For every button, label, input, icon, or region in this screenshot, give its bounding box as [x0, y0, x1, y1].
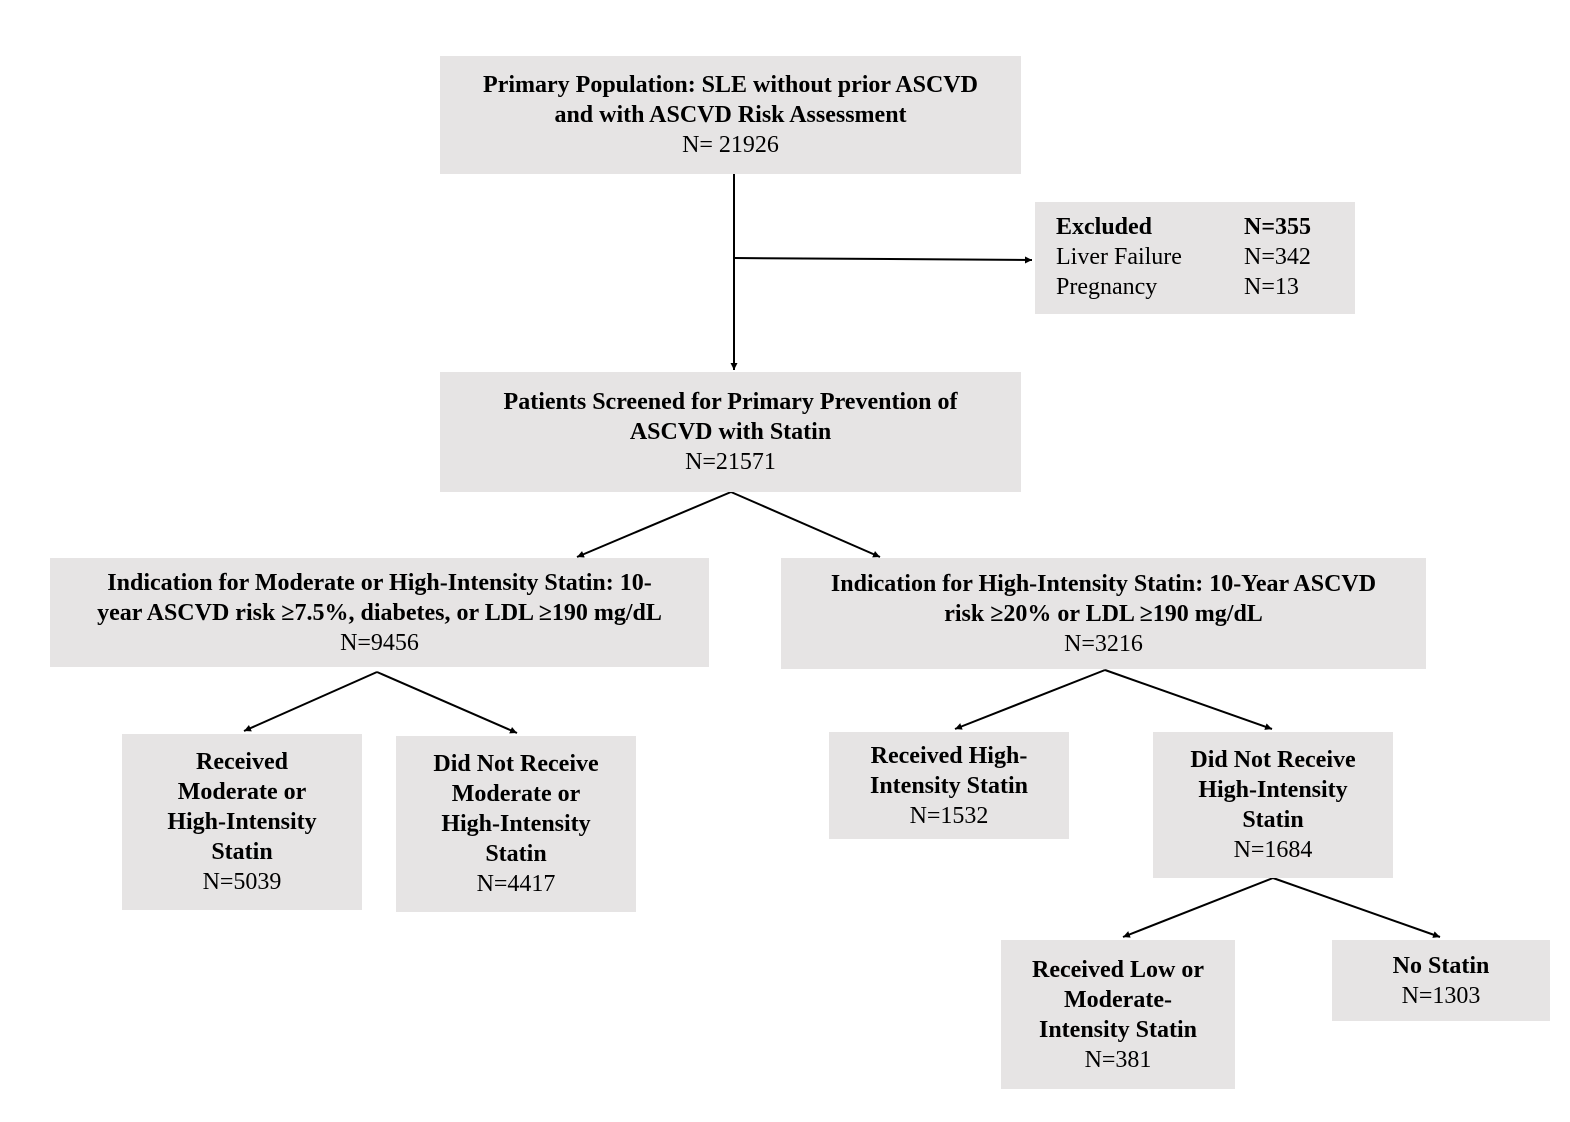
- low-mod-box: Received Low or Moderate- Intensity Stat…: [1001, 940, 1235, 1089]
- received-mod-high-line1: Received: [196, 749, 288, 775]
- excluded-row-label: Pregnancy: [1056, 274, 1158, 300]
- primary-title-line1: Primary Population: SLE without prior AS…: [483, 72, 978, 98]
- not-received-mod-high-line1: Did Not Receive: [433, 751, 599, 777]
- arrow-not-received-to-no-statin: [1272, 877, 1441, 938]
- mod-high-title-line1: Indication for Moderate or High-Intensit…: [107, 569, 652, 596]
- arrow-to-excluded: [733, 256, 1033, 264]
- excluded-row-n: N=13: [1244, 274, 1299, 300]
- not-received-mod-high-box: Did Not Receive Moderate or High-Intensi…: [396, 736, 636, 912]
- arrow-mod-high-to-received: [243, 671, 378, 732]
- not-received-mod-high-line2: Moderate or: [451, 781, 581, 807]
- not-received-high-n: N=1684: [1233, 837, 1313, 863]
- excluded-header-n: N=355: [1244, 214, 1312, 240]
- high-title-line1: Indication for High-Intensity Statin: 10…: [830, 570, 1377, 597]
- received-mod-high-box: Received Moderate or High-Intensity Stat…: [122, 734, 362, 910]
- no-statin-line1: No Statin: [1392, 952, 1490, 979]
- mod-high-title-line2: year ASCVD risk ≥7.5%, diabetes, or LDL …: [97, 599, 662, 626]
- primary-title-line2: and with ASCVD Risk Assessment: [554, 102, 907, 128]
- low-mod-line1: Received Low or: [1032, 956, 1204, 983]
- low-mod-n: N=381: [1084, 1046, 1152, 1073]
- screened-box: Patients Screened for Primary Prevention…: [440, 372, 1021, 492]
- arrow-screened-to-mod-high: [576, 491, 732, 558]
- arrow-not-received-to-low-mod: [1122, 877, 1274, 938]
- screened-title-line1: Patients Screened for Primary Prevention…: [503, 389, 958, 415]
- received-high-line1: Received High-: [870, 742, 1028, 769]
- received-high-box: Received High- Intensity Statin N=1532: [829, 732, 1069, 839]
- arrow-high-to-not-received: [1104, 669, 1273, 730]
- excluded-row-label: Liver Failure: [1056, 244, 1182, 270]
- not-received-mod-high-n: N=4417: [476, 871, 556, 897]
- high-title-line2: risk ≥20% or LDL ≥190 mg/dL: [944, 600, 1263, 627]
- arrow-screened-to-high: [730, 491, 881, 558]
- low-mod-line2: Moderate-: [1064, 986, 1172, 1013]
- arrow-high-to-received: [954, 669, 1106, 730]
- received-mod-high-line2: Moderate or: [177, 779, 307, 805]
- not-received-high-line1: Did Not Receive: [1190, 747, 1356, 773]
- not-received-mod-high-line3: High-Intensity: [441, 811, 591, 837]
- received-mod-high-line3: High-Intensity: [167, 809, 317, 835]
- excluded-table: Excluded N=355 Liver Failure N=342 Pregn…: [1056, 212, 1311, 302]
- excluded-row: Pregnancy N=13: [1056, 272, 1311, 302]
- high-indication-box: Indication for High-Intensity Statin: 10…: [781, 558, 1426, 669]
- received-mod-high-line4: Statin: [211, 839, 273, 865]
- no-statin-n: N=1303: [1401, 982, 1481, 1009]
- primary-n: N= 21926: [682, 132, 779, 158]
- high-n: N=3216: [1064, 630, 1143, 657]
- excluded-header-label: Excluded: [1056, 214, 1153, 240]
- not-received-high-line2: High-Intensity: [1198, 777, 1348, 803]
- primary-population-box: Primary Population: SLE without prior AS…: [440, 56, 1021, 174]
- excluded-row: Liver Failure N=342: [1056, 242, 1311, 272]
- mod-high-indication-box: Indication for Moderate or High-Intensit…: [50, 558, 709, 667]
- received-high-line2: Intensity Statin: [869, 772, 1029, 799]
- received-high-n: N=1532: [909, 802, 989, 829]
- screened-title-line2: ASCVD with Statin: [629, 419, 832, 445]
- screened-n: N=21571: [685, 449, 776, 475]
- low-mod-line3: Intensity Statin: [1038, 1016, 1198, 1043]
- not-received-high-box: Did Not Receive High-Intensity Statin N=…: [1153, 732, 1393, 878]
- no-statin-box: No Statin N=1303: [1332, 940, 1550, 1021]
- not-received-mod-high-line4: Statin: [485, 841, 547, 867]
- excluded-header-row: Excluded N=355: [1056, 212, 1311, 242]
- not-received-high-line3: Statin: [1242, 807, 1304, 833]
- mod-high-n: N=9456: [340, 629, 419, 656]
- arrow-mod-high-to-not-received: [376, 671, 518, 734]
- received-mod-high-n: N=5039: [202, 869, 282, 895]
- excluded-row-n: N=342: [1244, 244, 1311, 270]
- excluded-box: Excluded N=355 Liver Failure N=342 Pregn…: [1035, 202, 1355, 314]
